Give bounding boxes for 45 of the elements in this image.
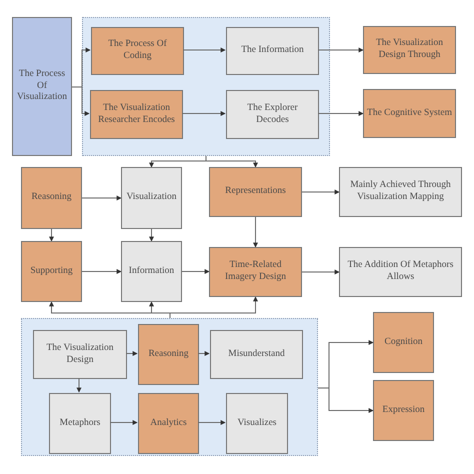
process-box: Supporting xyxy=(21,241,82,302)
arrow xyxy=(182,269,210,274)
process-box: The Process Of Coding xyxy=(91,27,184,75)
arrow xyxy=(318,111,364,116)
arrow xyxy=(253,216,258,248)
process-box: Reasoning xyxy=(21,167,82,229)
process-box: The Visualization Design xyxy=(33,330,127,379)
arrow xyxy=(49,228,54,242)
process-box: The Visualization Design Through xyxy=(363,26,456,74)
arrow xyxy=(302,190,340,194)
process-box: Metaphors xyxy=(49,393,111,454)
group-panel xyxy=(21,318,318,456)
process-box: The Explorer Decodes xyxy=(226,90,319,139)
arrow xyxy=(198,420,226,425)
process-box: The Addition Of Metaphors Allows xyxy=(339,247,462,297)
group-panel xyxy=(82,17,330,156)
arrow xyxy=(318,48,364,52)
arrow xyxy=(149,228,154,242)
process-box: The Visualization Researcher Encodes xyxy=(90,90,183,139)
process-box: Visualizes xyxy=(226,393,288,454)
process-box: The Cognitive System xyxy=(363,89,456,138)
process-box: Time-Related Imagery Design xyxy=(209,247,302,297)
process-box: The Information xyxy=(226,27,319,75)
arrow xyxy=(198,351,210,356)
process-box: Reasoning xyxy=(138,324,199,385)
arrow xyxy=(110,420,138,425)
arrow xyxy=(182,111,226,116)
arrow xyxy=(126,351,138,356)
process-box: Information xyxy=(121,241,182,302)
process-box: Analytics xyxy=(138,393,199,454)
arrow xyxy=(82,269,122,274)
arrow xyxy=(206,156,258,168)
process-box: Visualization xyxy=(121,167,182,229)
process-box: Cognition xyxy=(373,312,434,373)
process-box: Expression xyxy=(373,380,434,441)
arrow xyxy=(82,196,122,200)
process-box: Mainly Achieved Through Visualization Mapping xyxy=(339,167,462,217)
process-box: The Process Of Visualization xyxy=(12,17,72,156)
arrow xyxy=(182,48,226,52)
process-box: Misunderstand xyxy=(210,330,303,379)
arrow xyxy=(318,388,374,413)
arrow xyxy=(302,270,340,274)
arrow xyxy=(170,296,258,318)
arrow xyxy=(76,378,82,393)
process-box: Representations xyxy=(209,167,302,217)
